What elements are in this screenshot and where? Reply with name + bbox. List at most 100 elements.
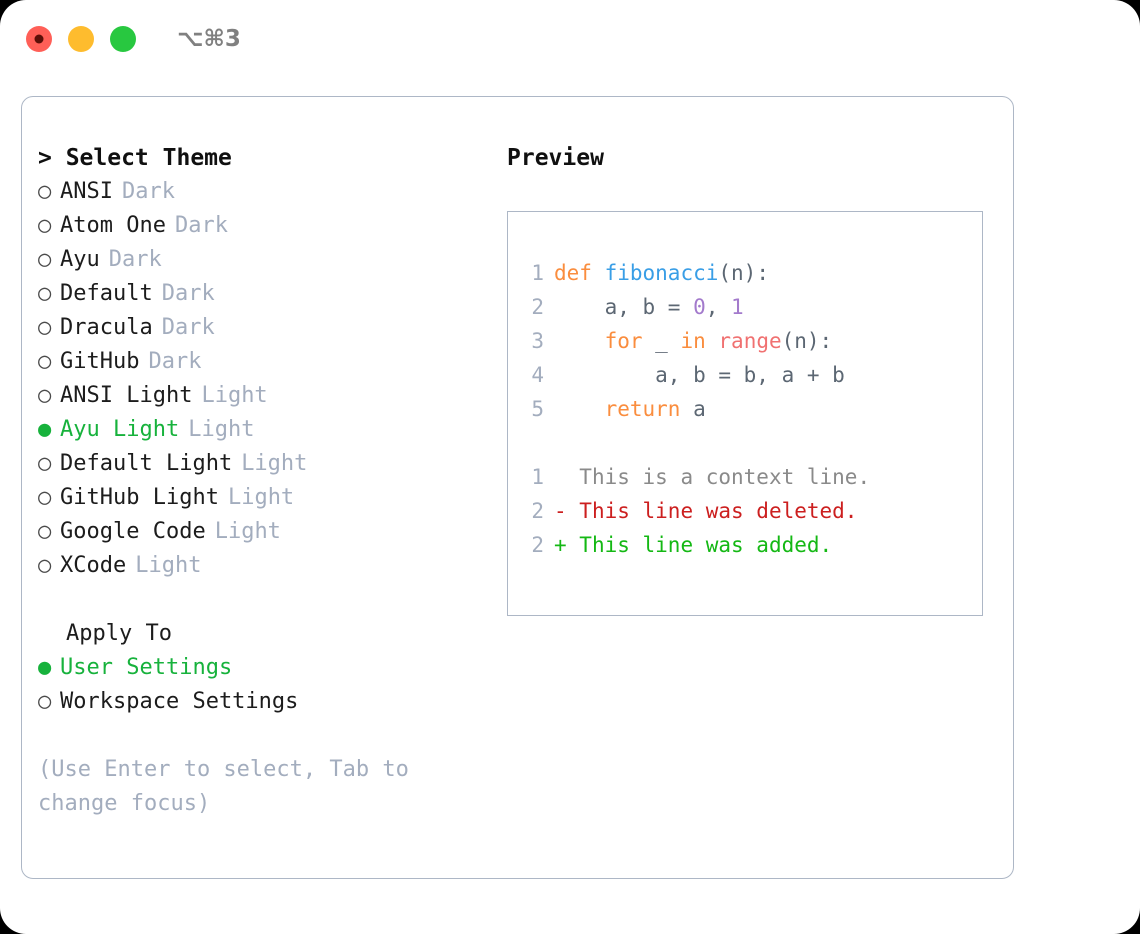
code-line: 4 a, b = b, a + b: [530, 358, 982, 392]
line-number: 1: [531, 261, 544, 285]
line-number: 5: [531, 397, 544, 421]
radio-unselected-icon: ○: [38, 553, 52, 578]
theme-name: Default: [60, 281, 153, 306]
theme-kind-badge: Dark: [148, 349, 202, 374]
line-number: 2: [531, 499, 544, 523]
apply-to-list[interactable]: ●User Settings○Workspace Settings: [38, 651, 492, 719]
code-line: 1 def fibonacci(n):: [530, 256, 982, 290]
theme-name: GitHub Light: [60, 485, 219, 510]
preview-heading: Preview: [507, 145, 604, 171]
diff-marker: -: [554, 499, 580, 523]
code-token: for: [604, 329, 643, 353]
maximize-button[interactable]: [110, 26, 136, 52]
diff-line: 2- This line was deleted.: [530, 494, 982, 528]
code-token: [592, 261, 605, 285]
apply-to-label: Apply To: [66, 621, 172, 646]
code-token: 0: [693, 295, 706, 319]
theme-kind-badge: Light: [188, 417, 255, 442]
theme-name: Atom One: [60, 213, 166, 238]
radio-unselected-icon: ○: [38, 281, 52, 306]
theme-option-xcode[interactable]: ○ XCode Light: [38, 549, 492, 583]
code-line: 5 return a: [530, 392, 982, 426]
theme-name: Google Code: [60, 519, 206, 544]
theme-name: Ayu: [60, 247, 100, 272]
code-token: 1: [731, 295, 744, 319]
theme-name: ANSI Light: [60, 383, 193, 408]
theme-option-ayu-light[interactable]: ● Ayu Light Light: [38, 413, 492, 447]
code-token: in: [680, 329, 706, 353]
diff-text: This line was added.: [579, 533, 833, 557]
code-token: _: [642, 329, 681, 353]
code-token: [554, 397, 605, 421]
theme-kind-badge: Light: [201, 383, 268, 408]
theme-name: GitHub: [60, 349, 140, 374]
keyboard-hint-text: (Use Enter to select, Tab to change focu…: [38, 757, 409, 816]
theme-option-default[interactable]: ○ Default Dark: [38, 277, 492, 311]
window-controls: [26, 26, 136, 52]
diff-text: This is a context line.: [579, 465, 871, 489]
theme-kind-badge: Light: [227, 485, 295, 510]
code-token: a, b = b, a + b: [554, 363, 845, 387]
keyboard-shortcut-label: ⌥⌘3: [177, 26, 241, 52]
theme-kind-badge: Dark: [161, 281, 215, 306]
theme-name: Dracula: [60, 315, 153, 340]
apply-option-workspace-settings[interactable]: ○Workspace Settings: [38, 685, 492, 719]
diff-marker: +: [554, 533, 580, 557]
theme-kind-badge: Dark: [108, 247, 162, 272]
line-number: 3: [531, 329, 544, 353]
diff-line: 1 This is a context line.: [530, 460, 982, 494]
code-token: (n):: [718, 261, 769, 285]
theme-option-ayu[interactable]: ○ Ayu Dark: [38, 243, 492, 277]
theme-name: Ayu Light: [60, 417, 180, 442]
code-token: fibonacci: [604, 261, 719, 285]
close-button[interactable]: [26, 26, 52, 52]
title-bar: ⌥⌘3: [0, 0, 1140, 78]
apply-option-user-settings[interactable]: ●User Settings: [38, 651, 492, 685]
diff-sample: 1 This is a context line.2- This line wa…: [530, 460, 982, 562]
theme-option-ansi[interactable]: ○ ANSI Dark: [38, 175, 492, 209]
code-token: [554, 329, 605, 353]
minimize-button[interactable]: [68, 26, 94, 52]
code-token: def: [554, 261, 592, 285]
theme-kind-badge: Dark: [121, 179, 175, 204]
theme-name: XCode: [60, 553, 127, 578]
radio-selected-icon: ●: [38, 417, 52, 442]
code-diff-separator: [530, 426, 982, 460]
line-number: 4: [531, 363, 544, 387]
code-token: (n):: [781, 329, 833, 353]
theme-option-ansi-light[interactable]: ○ ANSI Light Light: [38, 379, 492, 413]
code-token: ,: [705, 295, 732, 319]
theme-option-github-light[interactable]: ○ GitHub Light Light: [38, 481, 492, 515]
radio-unselected-icon: ○: [38, 485, 52, 510]
diff-marker: [554, 465, 579, 489]
diff-text: This line was deleted.: [579, 499, 858, 523]
code-token: range: [718, 329, 782, 353]
radio-unselected-icon: ○: [38, 247, 52, 272]
theme-option-dracula[interactable]: ○ Dracula Dark: [38, 311, 492, 345]
code-token: return: [604, 397, 681, 421]
theme-kind-badge: Light: [135, 553, 202, 578]
radio-unselected-icon: ○: [38, 383, 52, 408]
code-token: [706, 329, 719, 353]
theme-kind-badge: Light: [214, 519, 281, 544]
radio-unselected-icon: ○: [38, 689, 52, 714]
code-line: 2 a, b = 0, 1: [530, 290, 982, 324]
line-number: 2: [531, 295, 544, 319]
diff-line: 2+ This line was added.: [530, 528, 982, 562]
radio-unselected-icon: ○: [38, 179, 52, 204]
theme-kind-badge: Dark: [161, 315, 215, 340]
theme-name: ANSI: [60, 179, 113, 204]
theme-kind-badge: Dark: [174, 213, 228, 238]
radio-unselected-icon: ○: [38, 315, 52, 340]
